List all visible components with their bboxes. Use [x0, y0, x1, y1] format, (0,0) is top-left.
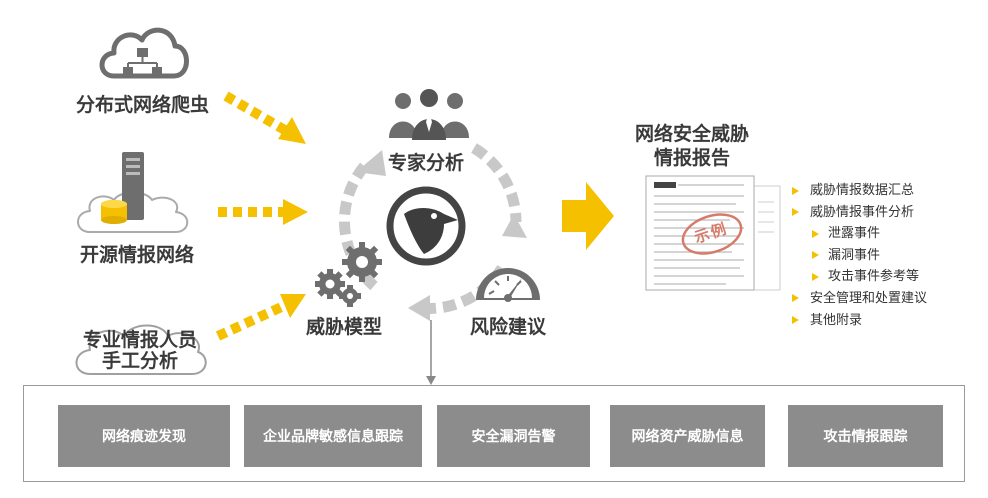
- report-subitem: 泄露事件: [790, 223, 927, 245]
- bird-logo-icon: [386, 186, 466, 266]
- service-box-vuln: 安全漏洞告警: [437, 405, 590, 467]
- report-item: 安全管理和处置建议: [790, 288, 927, 310]
- cycle-arrowhead-left: [356, 150, 386, 176]
- cycle-label-model: 威胁模型: [306, 316, 383, 338]
- source-label-crawler: 分布式网络爬虫: [76, 94, 210, 116]
- report-subitem: 攻击事件参考等: [790, 266, 927, 288]
- report-title-line-1: 网络安全威胁: [634, 123, 749, 145]
- service-box-assets: 网络资产威胁信息: [610, 405, 765, 467]
- analysts-line-2: 手工分析: [101, 350, 178, 372]
- report-document-icon: [645, 175, 781, 291]
- report-item: 威胁情报数据汇总: [790, 180, 927, 202]
- report-item: 其他附录: [790, 310, 927, 332]
- cloud-icon: [75, 324, 207, 375]
- services-frame: [23, 385, 965, 482]
- analysts-line-1: 专业情报人员: [82, 329, 197, 351]
- source-label-osint: 开源情报网络: [80, 244, 195, 266]
- arrow-osint: [218, 199, 308, 225]
- cycle-arrowhead-bottom: [408, 295, 430, 321]
- report-arrow: [562, 182, 614, 250]
- cloud-network-icon: [99, 27, 189, 79]
- gears-icon: [315, 242, 382, 307]
- service-box-traces: 网络痕迹发现: [58, 405, 230, 467]
- report-title: 网络安全威胁 情报报告: [622, 122, 762, 170]
- down-connector: [426, 320, 436, 385]
- gauge-icon: [476, 268, 540, 302]
- expert-group-icon: [389, 89, 469, 140]
- report-item: 威胁情报事件分析: [790, 202, 927, 224]
- report-subitem: 漏洞事件: [790, 245, 927, 267]
- arrow-crawler: [223, 91, 306, 144]
- cycle-label-risk: 风险建议: [470, 316, 547, 338]
- cycle-arrowhead-right: [502, 214, 527, 238]
- report-title-line-2: 情报报告: [653, 147, 730, 169]
- service-box-attack: 攻击情报跟踪: [788, 405, 943, 467]
- arrow-analysts: [215, 294, 306, 341]
- server-database-cloud-icon: [77, 152, 189, 233]
- cycle-label-expert: 专家分析: [388, 152, 465, 174]
- report-contents-list: 威胁情报数据汇总 威胁情报事件分析 泄露事件 漏洞事件 攻击事件参考等 安全管理…: [790, 180, 927, 331]
- source-label-analysts: 专业情报人员 手工分析: [78, 330, 202, 372]
- service-box-brand: 企业品牌敏感信息跟踪: [244, 405, 422, 467]
